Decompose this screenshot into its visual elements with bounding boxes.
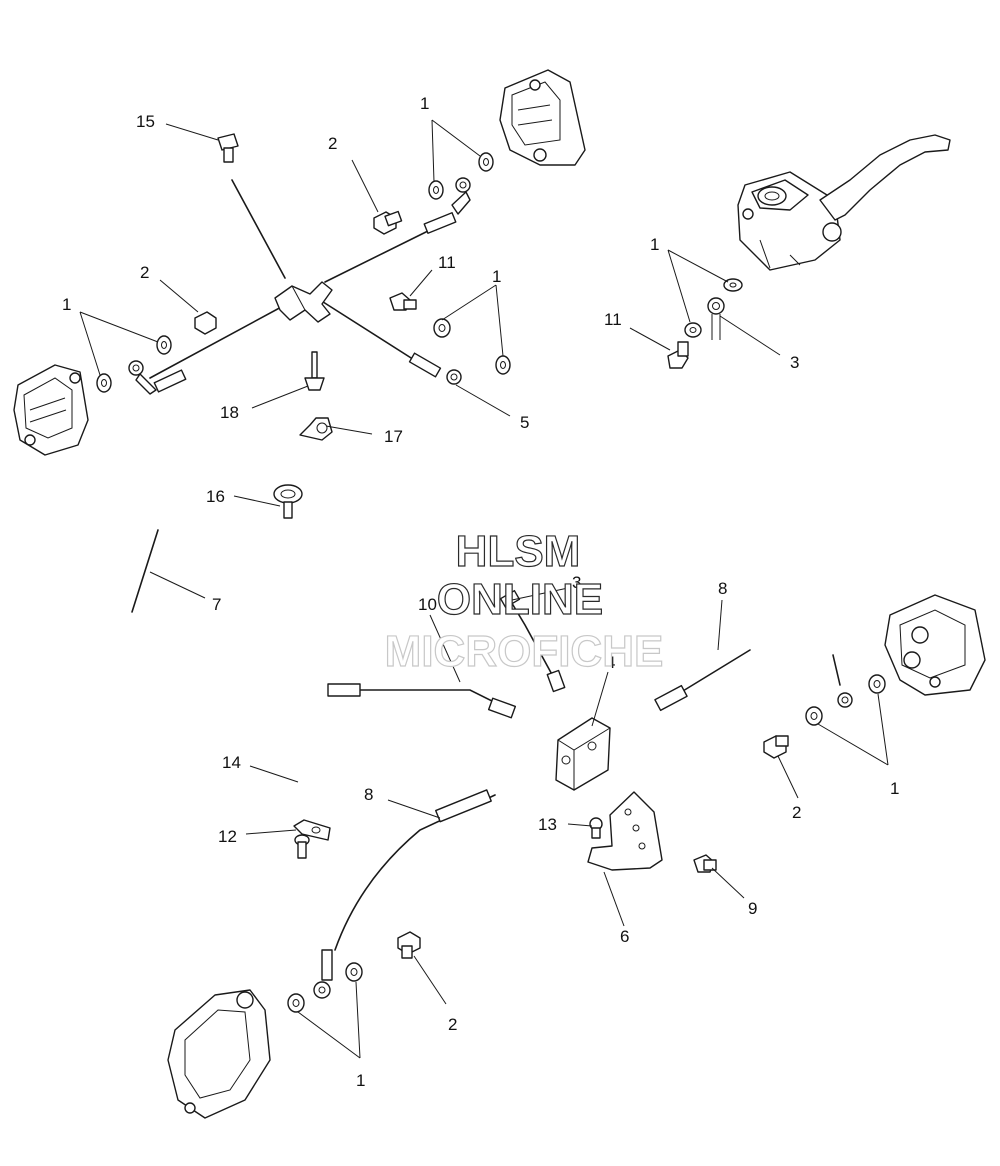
banjo-bolt-top <box>373 210 403 235</box>
callout-9: 9 <box>748 899 757 918</box>
brake-line-3-lower <box>499 589 566 693</box>
callout-11: 11 <box>604 310 622 329</box>
bolt-13 <box>589 817 603 839</box>
watermark-line-2: ONLINE <box>437 575 603 624</box>
banjo-bolt-right <box>763 735 789 759</box>
washers-bottom <box>287 962 363 1013</box>
bolt-11-middle <box>389 292 417 311</box>
callout-2: 2 <box>792 803 801 822</box>
callout-18: 18 <box>220 403 239 422</box>
callout-1: 1 <box>890 779 899 798</box>
callout-3: 3 <box>790 353 799 372</box>
caliper-right <box>884 594 986 696</box>
callout-1: 1 <box>420 94 429 113</box>
watermark: HLSM ONLINE MICROFICHE <box>384 526 664 676</box>
callout-15: 15 <box>136 112 155 131</box>
callout-10: 10 <box>418 595 437 614</box>
bleeder-screw-15 <box>217 133 239 163</box>
clip-12 <box>293 819 331 841</box>
washers-middle <box>433 318 511 375</box>
bracket-6 <box>587 791 663 871</box>
banjo-bolt-bottom <box>397 931 421 959</box>
caliper-left <box>13 364 89 456</box>
callout-5: 5 <box>520 413 529 432</box>
washers-left <box>96 335 172 393</box>
hose-clip-16 <box>273 484 303 519</box>
banjo-bolt-left <box>194 311 217 335</box>
callout-numbers: 15 2 1 2 1 11 1 1 11 3 18 17 5 16 7 10 3… <box>62 94 899 1090</box>
banjo-hose-end-top <box>423 177 471 234</box>
callout-2: 2 <box>328 134 337 153</box>
brake-line-8-lower <box>435 789 492 823</box>
callout-6: 6 <box>620 927 629 946</box>
brake-line-8-right <box>654 684 688 712</box>
banjo-hose-end-right <box>832 654 853 708</box>
callout-1: 1 <box>650 235 659 254</box>
callout-1: 1 <box>492 267 501 286</box>
watermark-line-3: MICROFICHE <box>385 627 664 676</box>
callout-17: 17 <box>384 427 403 446</box>
callout-2: 2 <box>448 1015 457 1034</box>
callout-1: 1 <box>62 295 71 314</box>
callout-12: 12 <box>218 827 237 846</box>
callout-13: 13 <box>538 815 557 834</box>
washers-top <box>428 152 494 200</box>
washers-right <box>805 674 886 726</box>
t-fitting <box>274 281 333 323</box>
callout-3: 3 <box>572 573 581 592</box>
banjo-hose-end-left <box>128 360 187 395</box>
bolt-9 <box>693 854 717 873</box>
callout-16: 16 <box>206 487 225 506</box>
callout-1: 1 <box>356 1071 365 1090</box>
callout-14: 14 <box>222 753 241 772</box>
caliper-top-right <box>499 69 586 166</box>
banjo-hose-end-bottom <box>313 949 333 999</box>
distribution-block-4 <box>555 717 611 791</box>
master-cylinder-lever <box>737 134 951 271</box>
caliper-bottom-left <box>167 989 271 1119</box>
leader-lines <box>79 119 889 1059</box>
clamp-17 <box>299 417 333 441</box>
brake-hose-lines <box>131 179 751 951</box>
callout-11: 11 <box>438 253 456 272</box>
banjo-hose-end-middle <box>408 352 462 385</box>
master-cylinder-fittings <box>667 278 743 369</box>
callout-4: 4 <box>606 653 615 672</box>
watermark-line-1: HLSM <box>456 527 581 576</box>
brake-line-10 <box>327 683 517 719</box>
rivet-18 <box>304 351 325 391</box>
callout-8: 8 <box>364 785 373 804</box>
callout-2: 2 <box>140 263 149 282</box>
callout-7: 7 <box>212 595 221 614</box>
screw-14 <box>294 834 310 859</box>
callout-8: 8 <box>718 579 727 598</box>
